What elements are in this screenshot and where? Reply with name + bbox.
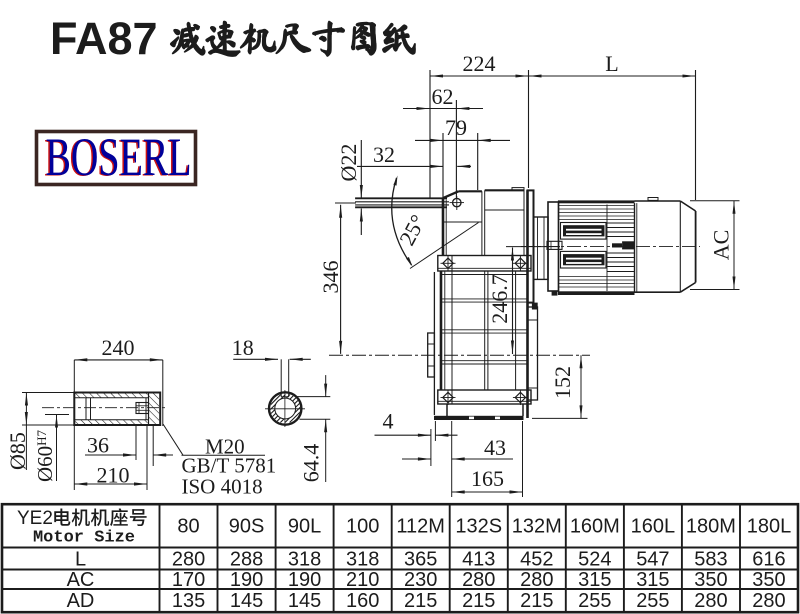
svg-text:210: 210 [346,569,379,591]
svg-text:280: 280 [462,569,495,591]
svg-text:AC: AC [67,569,95,591]
svg-text:64.4: 64.4 [299,444,324,483]
svg-text:583: 583 [694,549,727,571]
svg-text:L: L [75,549,86,571]
svg-text:547: 547 [636,549,669,571]
svg-text:240: 240 [102,335,135,360]
svg-text:62: 62 [432,84,454,109]
svg-text:100: 100 [346,516,379,538]
svg-text:145: 145 [288,590,321,612]
svg-text:FA87: FA87 [50,13,158,64]
svg-text:BOSERL: BOSERL [46,127,192,187]
svg-text:280: 280 [694,590,727,612]
svg-text:350: 350 [752,569,785,591]
svg-text:318: 318 [288,549,321,571]
svg-text:ISO 4018: ISO 4018 [182,475,263,499]
svg-text:Ø60H7: Ø60H7 [33,429,57,482]
svg-text:32: 32 [373,142,395,167]
svg-text:255: 255 [578,590,611,612]
svg-text:215: 215 [462,590,495,612]
svg-text:365: 365 [404,549,437,571]
svg-text:165: 165 [471,466,504,491]
svg-text:180M: 180M [686,516,736,538]
svg-text:Ø85: Ø85 [5,432,30,470]
svg-text:160M: 160M [570,516,620,538]
svg-text:132M: 132M [512,516,562,538]
svg-text:215: 215 [404,590,437,612]
svg-text:346: 346 [318,261,343,294]
svg-text:135: 135 [172,590,205,612]
svg-text:AC: AC [709,230,734,261]
svg-text:190: 190 [230,569,263,591]
svg-text:AD: AD [67,590,95,612]
svg-text:315: 315 [636,569,669,591]
svg-text:36: 36 [87,433,109,458]
svg-text:160L: 160L [631,516,676,538]
svg-text:255: 255 [636,590,669,612]
svg-text:112M: 112M [396,516,445,538]
svg-text:Ø22: Ø22 [336,144,361,182]
svg-text:152: 152 [550,366,575,399]
svg-text:Motor Size: Motor Size [33,529,135,548]
svg-text:413: 413 [462,549,495,571]
svg-text:90L: 90L [288,516,321,538]
svg-text:616: 616 [752,549,785,571]
svg-text:132S: 132S [455,516,502,538]
svg-text:M20: M20 [205,435,245,459]
svg-text:280: 280 [172,549,205,571]
svg-text:L: L [605,51,618,76]
svg-text:350: 350 [694,569,727,591]
svg-text:GB/T 5781: GB/T 5781 [182,454,277,478]
svg-text:43: 43 [484,435,506,460]
svg-text:190: 190 [288,569,321,591]
svg-text:280: 280 [752,590,785,612]
svg-text:4: 4 [383,409,394,434]
svg-text:215: 215 [520,590,553,612]
svg-text:YE2: YE2 [17,508,53,529]
svg-text:318: 318 [346,549,379,571]
svg-text:180L: 180L [747,516,792,538]
svg-text:18: 18 [232,335,254,360]
svg-text:210: 210 [97,463,130,488]
svg-text:288: 288 [230,549,263,571]
svg-text:524: 524 [578,549,611,571]
svg-text:145: 145 [230,590,263,612]
svg-text:280: 280 [520,569,553,591]
svg-text:315: 315 [578,569,611,591]
svg-text:BOSERL: BOSERL [44,128,190,188]
svg-text:230: 230 [404,569,437,591]
svg-text:80: 80 [177,516,199,538]
svg-text:79: 79 [445,115,467,140]
svg-text:170: 170 [172,569,205,591]
svg-text:224: 224 [463,51,496,76]
svg-text:246.7: 246.7 [487,274,512,324]
svg-text:160: 160 [346,590,379,612]
svg-text:452: 452 [520,549,553,571]
svg-text:90S: 90S [229,516,265,538]
